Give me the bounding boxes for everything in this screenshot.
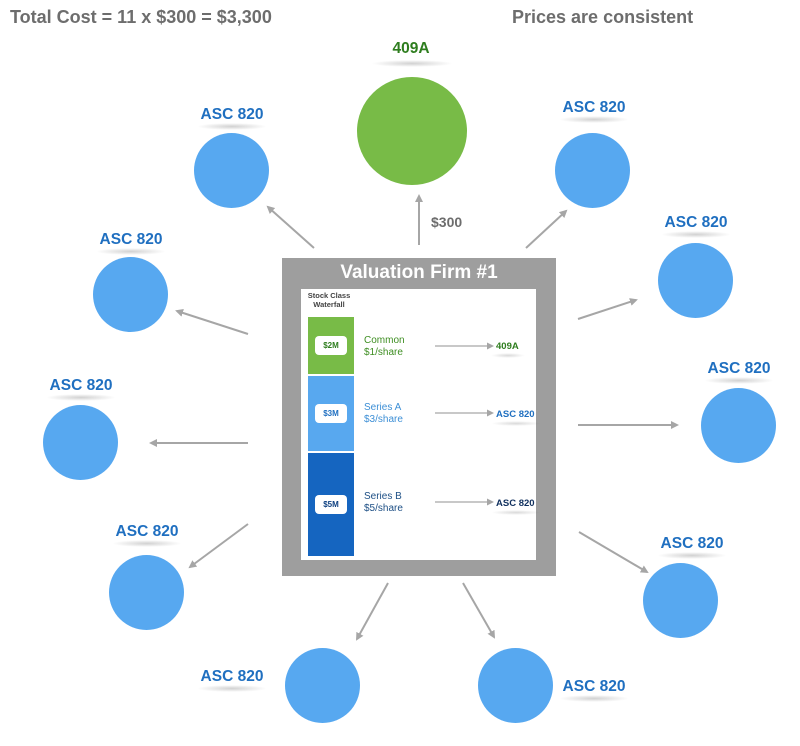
- common-amount: $2M: [315, 336, 347, 355]
- arrow-lower-left: [188, 523, 249, 569]
- series-b-class-name: Series B: [364, 491, 402, 502]
- hub-label: 409A: [392, 40, 430, 57]
- arrow-top-left: [266, 205, 315, 249]
- common-output: 409A: [496, 341, 519, 352]
- node-label: ASC 820: [562, 678, 626, 695]
- series-a-arrow: [435, 409, 494, 417]
- series-b-output: ASC 820: [496, 498, 535, 509]
- node-label: ASC 820: [115, 523, 179, 540]
- series-b-arrow: [435, 498, 494, 506]
- node-label-shadow: [704, 377, 774, 384]
- node-label-shadow: [46, 394, 116, 401]
- node-label: ASC 820: [660, 535, 724, 552]
- node-label: ASC 820: [49, 377, 113, 394]
- arrow-bottom-left: [356, 582, 389, 641]
- common-output-shadow: [491, 353, 525, 358]
- consistency-heading: Prices are consistent: [512, 7, 694, 27]
- node-label: ASC 820: [562, 99, 626, 116]
- 409a-node: [357, 77, 467, 185]
- total-cost-heading: Total Cost = 11 x $300 = $3,300: [10, 7, 272, 27]
- asc820-node-lower-left: [109, 555, 184, 630]
- series-a-amount: $3M: [315, 404, 347, 423]
- series-a-class-price: $3/share: [364, 414, 403, 425]
- valuation-firm-box: Valuation Firm #1 Stock Class Waterfall …: [282, 258, 556, 576]
- common-block: $2M: [308, 317, 354, 374]
- node-label-shadow: [96, 248, 166, 255]
- node-label: ASC 820: [99, 231, 163, 248]
- node-label: ASC 820: [200, 668, 264, 685]
- series-b-output-shadow: [491, 510, 541, 515]
- asc820-node-bottom-left: [285, 648, 360, 723]
- arrow-top-right: [525, 209, 568, 249]
- asc820-node-mid-left: [43, 405, 118, 480]
- firm-title: Valuation Firm #1: [340, 262, 498, 283]
- series-b-amount: $5M: [315, 495, 347, 514]
- arrow-upper-left: [175, 309, 249, 335]
- common-arrow: [435, 342, 494, 350]
- waterfall-panel: Stock Class Waterfall $2M Common $1/shar…: [301, 289, 541, 560]
- common-class-price: $1/share: [364, 347, 403, 358]
- waterfall-title: Stock Class Waterfall: [307, 291, 351, 309]
- price-label: $300: [431, 214, 463, 230]
- asc820-node-bottom-right: [478, 648, 553, 723]
- node-label-shadow: [559, 695, 629, 702]
- node-label-shadow: [657, 552, 727, 559]
- hub-label-shadow: [371, 60, 453, 67]
- asc820-node-lower-right: [643, 563, 718, 638]
- series-a-output: ASC 820: [496, 409, 535, 420]
- common-class-name: Common: [364, 335, 405, 346]
- asc820-node-top-left: [194, 133, 269, 208]
- series-b-block: $5M: [308, 453, 354, 556]
- node-label-shadow: [559, 116, 629, 123]
- asc820-node-top-right: [555, 133, 630, 208]
- arrow-lower-right: [578, 531, 649, 574]
- node-label-shadow: [661, 231, 731, 238]
- node-label-shadow: [197, 685, 267, 692]
- series-a-class-name: Series A: [364, 402, 402, 413]
- asc820-node-upper-right: [658, 243, 733, 318]
- series-a-block: $3M: [308, 376, 354, 451]
- arrow-bottom-right: [462, 582, 495, 639]
- series-a-output-shadow: [491, 421, 541, 426]
- node-label-shadow: [197, 123, 267, 130]
- node-label: ASC 820: [707, 360, 771, 377]
- series-b-class-price: $5/share: [364, 503, 403, 514]
- node-label: ASC 820: [200, 106, 264, 123]
- asc820-node-mid-right: [701, 388, 776, 463]
- node-label: ASC 820: [664, 214, 728, 231]
- node-label-shadow: [112, 540, 182, 547]
- asc820-node-upper-left: [93, 257, 168, 332]
- arrow-upper-right: [577, 298, 638, 320]
